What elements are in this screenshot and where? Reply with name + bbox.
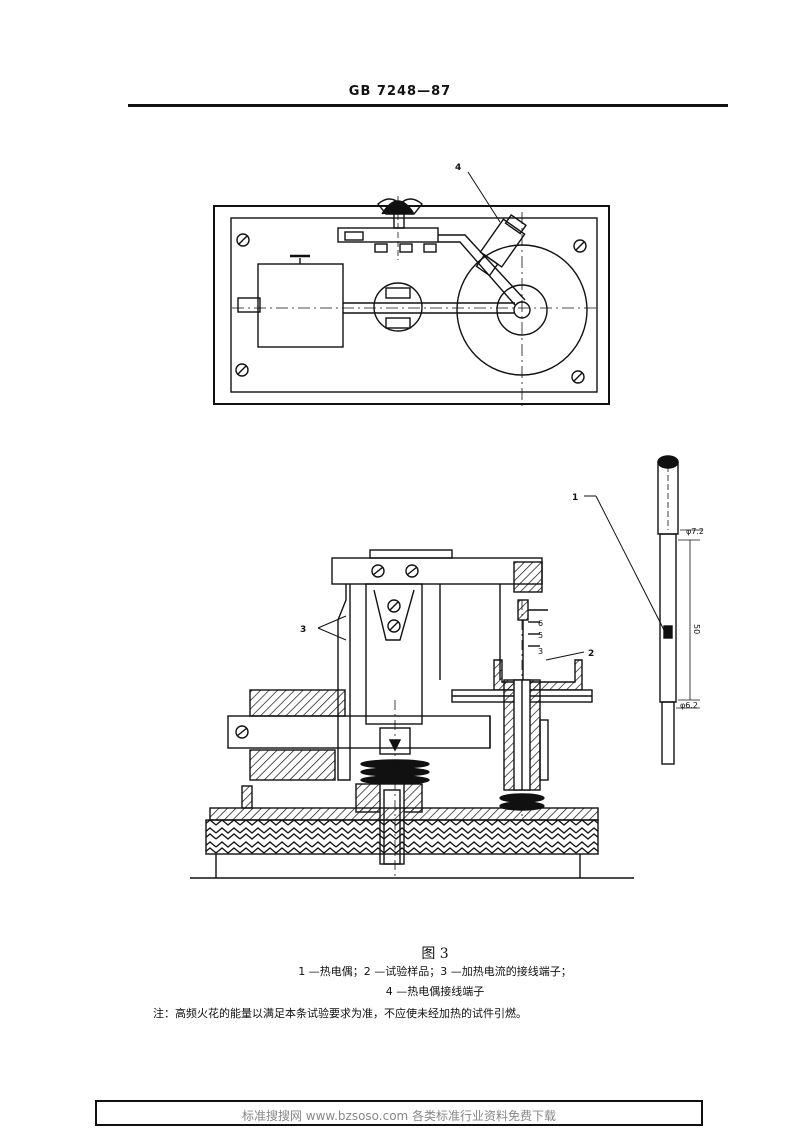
dim-d-bottom: φ6.2	[680, 701, 698, 710]
probe-detail-drawing	[584, 455, 702, 765]
side-view-drawing	[190, 549, 634, 880]
footer-banner: 标准搜搜网 www.bzsoso.com 各类标准行业资料免费下载	[95, 1100, 703, 1126]
callout-3: 3	[300, 625, 306, 635]
figure-title: 图 3	[421, 946, 449, 962]
top-view-drawing	[213, 171, 610, 410]
screw-icon	[235, 233, 587, 384]
footer-text: 标准搜搜网 www.bzsoso.com 各类标准行业资料免费下载	[241, 1109, 557, 1123]
callout-2: 2	[588, 649, 594, 659]
caption-legend-line-1: 1 —热电偶；2 —试验样品；3 —加热电流的接线端子；	[298, 965, 572, 978]
callout-1: 1	[572, 493, 578, 503]
scale-tick-6: 6	[538, 619, 543, 628]
caption-legend-line-2: 4 —热电偶接线端子	[385, 985, 485, 998]
callout-4: 4	[455, 163, 461, 173]
dim-d-top: φ7.2	[686, 527, 704, 536]
scale-tick-5: 5	[538, 631, 543, 640]
document-code: GB 7248—87	[348, 84, 452, 99]
figure-note: 注：高频火花的能量以满足本条试验要求为准，不应使未经加热的试件引燃。	[153, 1007, 527, 1020]
scale-tick-3: 3	[538, 647, 543, 656]
header-rule	[128, 104, 728, 107]
dim-length: 50	[692, 624, 701, 634]
